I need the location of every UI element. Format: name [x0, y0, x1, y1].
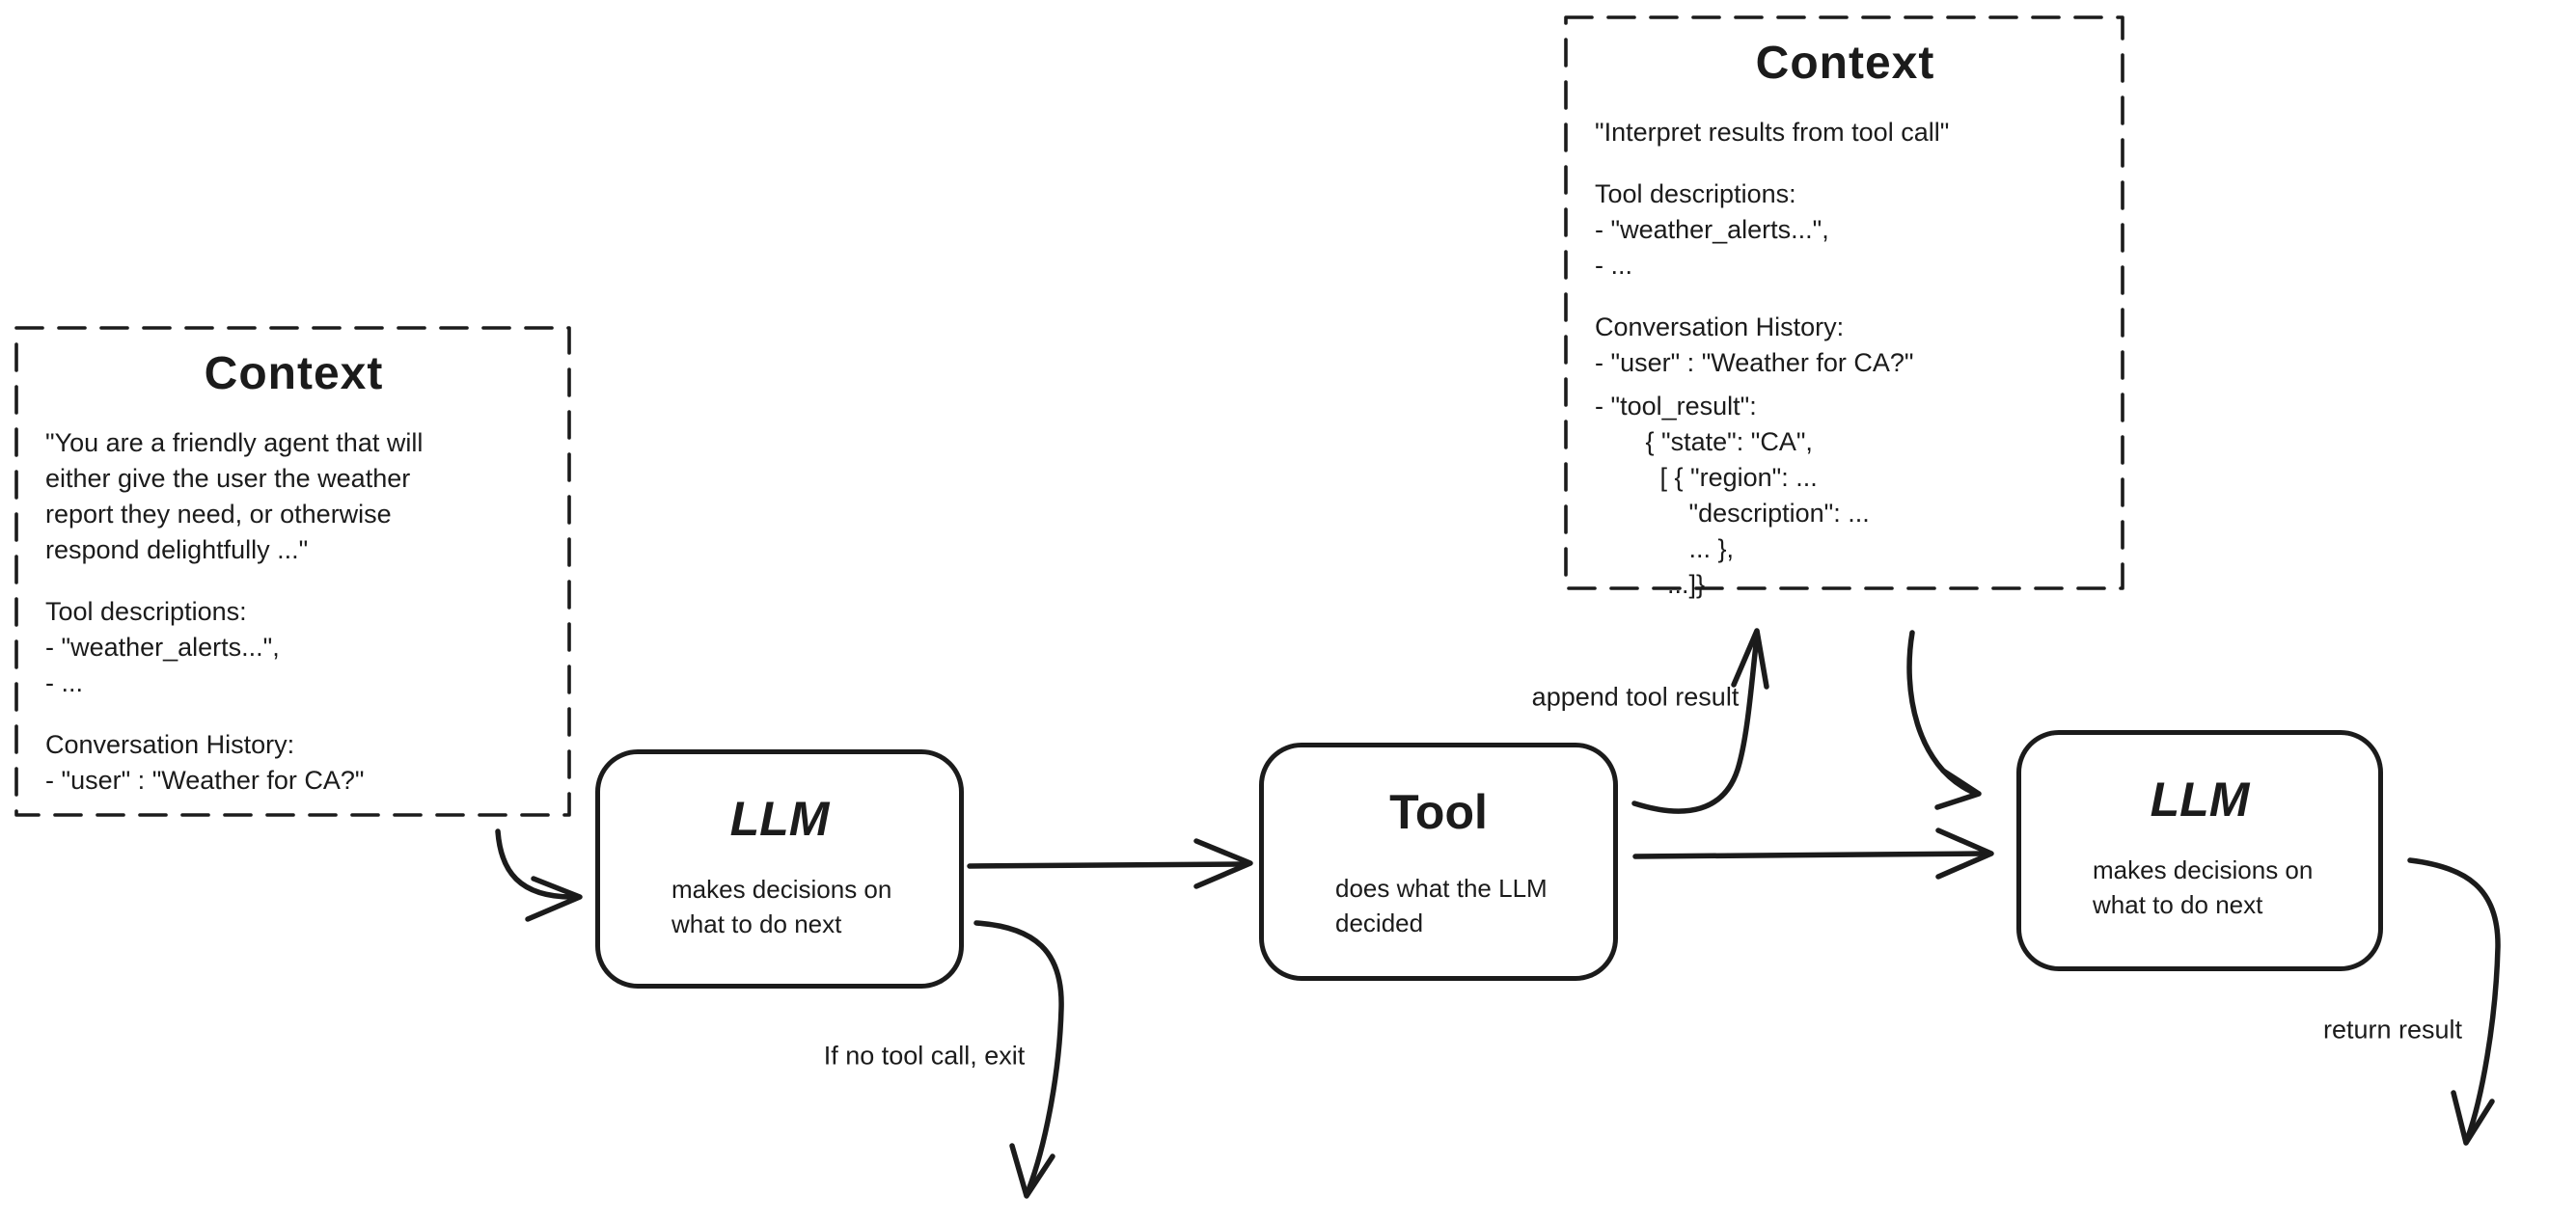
arrowhead-context-right-to-llm2: [1934, 768, 1982, 810]
node-llm-2-title: LLM: [2150, 773, 2250, 827]
arrow-tool-to-context-right: [1631, 634, 1760, 814]
context-left-title: Context: [204, 348, 384, 399]
arrow-context-left-to-llm1: [495, 828, 578, 900]
arrowhead-context-left-to-llm1: [525, 876, 583, 922]
context-right-tool-result: - "tool_result": { "state": "CA", [ { "r…: [1595, 392, 1870, 599]
arrow-llm1-to-tool: [967, 861, 1247, 869]
node-llm-2-subtitle: makes decisions on what to do next: [2093, 855, 2314, 919]
arrowhead-llm1-exit: [1009, 1143, 1055, 1199]
arrow-tool-to-llm2: [1632, 851, 1988, 859]
context-box-right: Context "Interpret results from tool cal…: [1566, 17, 2123, 599]
context-left-tool-descriptions: Tool descriptions: - "weather_alerts..."…: [45, 597, 280, 697]
arrow-context-right-to-llm2: [1906, 630, 1975, 795]
context-right-title: Context: [1755, 38, 1935, 89]
context-left-system-prompt: "You are a friendly agent that will eith…: [45, 428, 424, 564]
label-if-no-tool-call-exit: If no tool call, exit: [823, 1041, 1026, 1071]
arrowhead-tool-to-llm2: [1935, 828, 1994, 880]
context-right-dashed-border: [1564, 15, 2124, 590]
context-right-system-prompt: "Interpret results from tool call": [1595, 118, 1950, 147]
context-left-conversation-history: Conversation History: - "user" : "Weathe…: [45, 730, 365, 795]
arrowhead-llm2-exit: [2451, 1090, 2495, 1146]
node-tool-title: Tool: [1389, 785, 1488, 839]
arrowhead-llm1-to-tool: [1193, 838, 1253, 889]
label-append-tool-result: append tool result: [1531, 682, 1740, 712]
context-right-conversation-history: Conversation History: - "user" : "Weathe…: [1595, 312, 1914, 377]
context-right-tool-descriptions: Tool descriptions: - "weather_alerts..."…: [1595, 179, 1829, 280]
node-llm-2: LLM makes decisions on what to do next: [2016, 730, 2383, 971]
arrow-llm2-exit: [2407, 857, 2501, 1140]
arrow-llm1-exit: [973, 920, 1064, 1193]
arrowhead-tool-to-context-right: [1731, 628, 1769, 690]
context-box-left: Context "You are a friendly agent that w…: [16, 328, 569, 815]
node-llm-1: LLM makes decisions on what to do next: [595, 749, 964, 989]
node-llm-1-title: LLM: [729, 792, 830, 846]
node-tool: Tool does what the LLM decided: [1259, 743, 1618, 981]
node-tool-subtitle: does what the LLM decided: [1335, 874, 1548, 937]
context-left-dashed-border: [14, 326, 571, 817]
label-return-result: return result: [2322, 1015, 2463, 1045]
node-llm-1-subtitle: makes decisions on what to do next: [671, 875, 892, 938]
